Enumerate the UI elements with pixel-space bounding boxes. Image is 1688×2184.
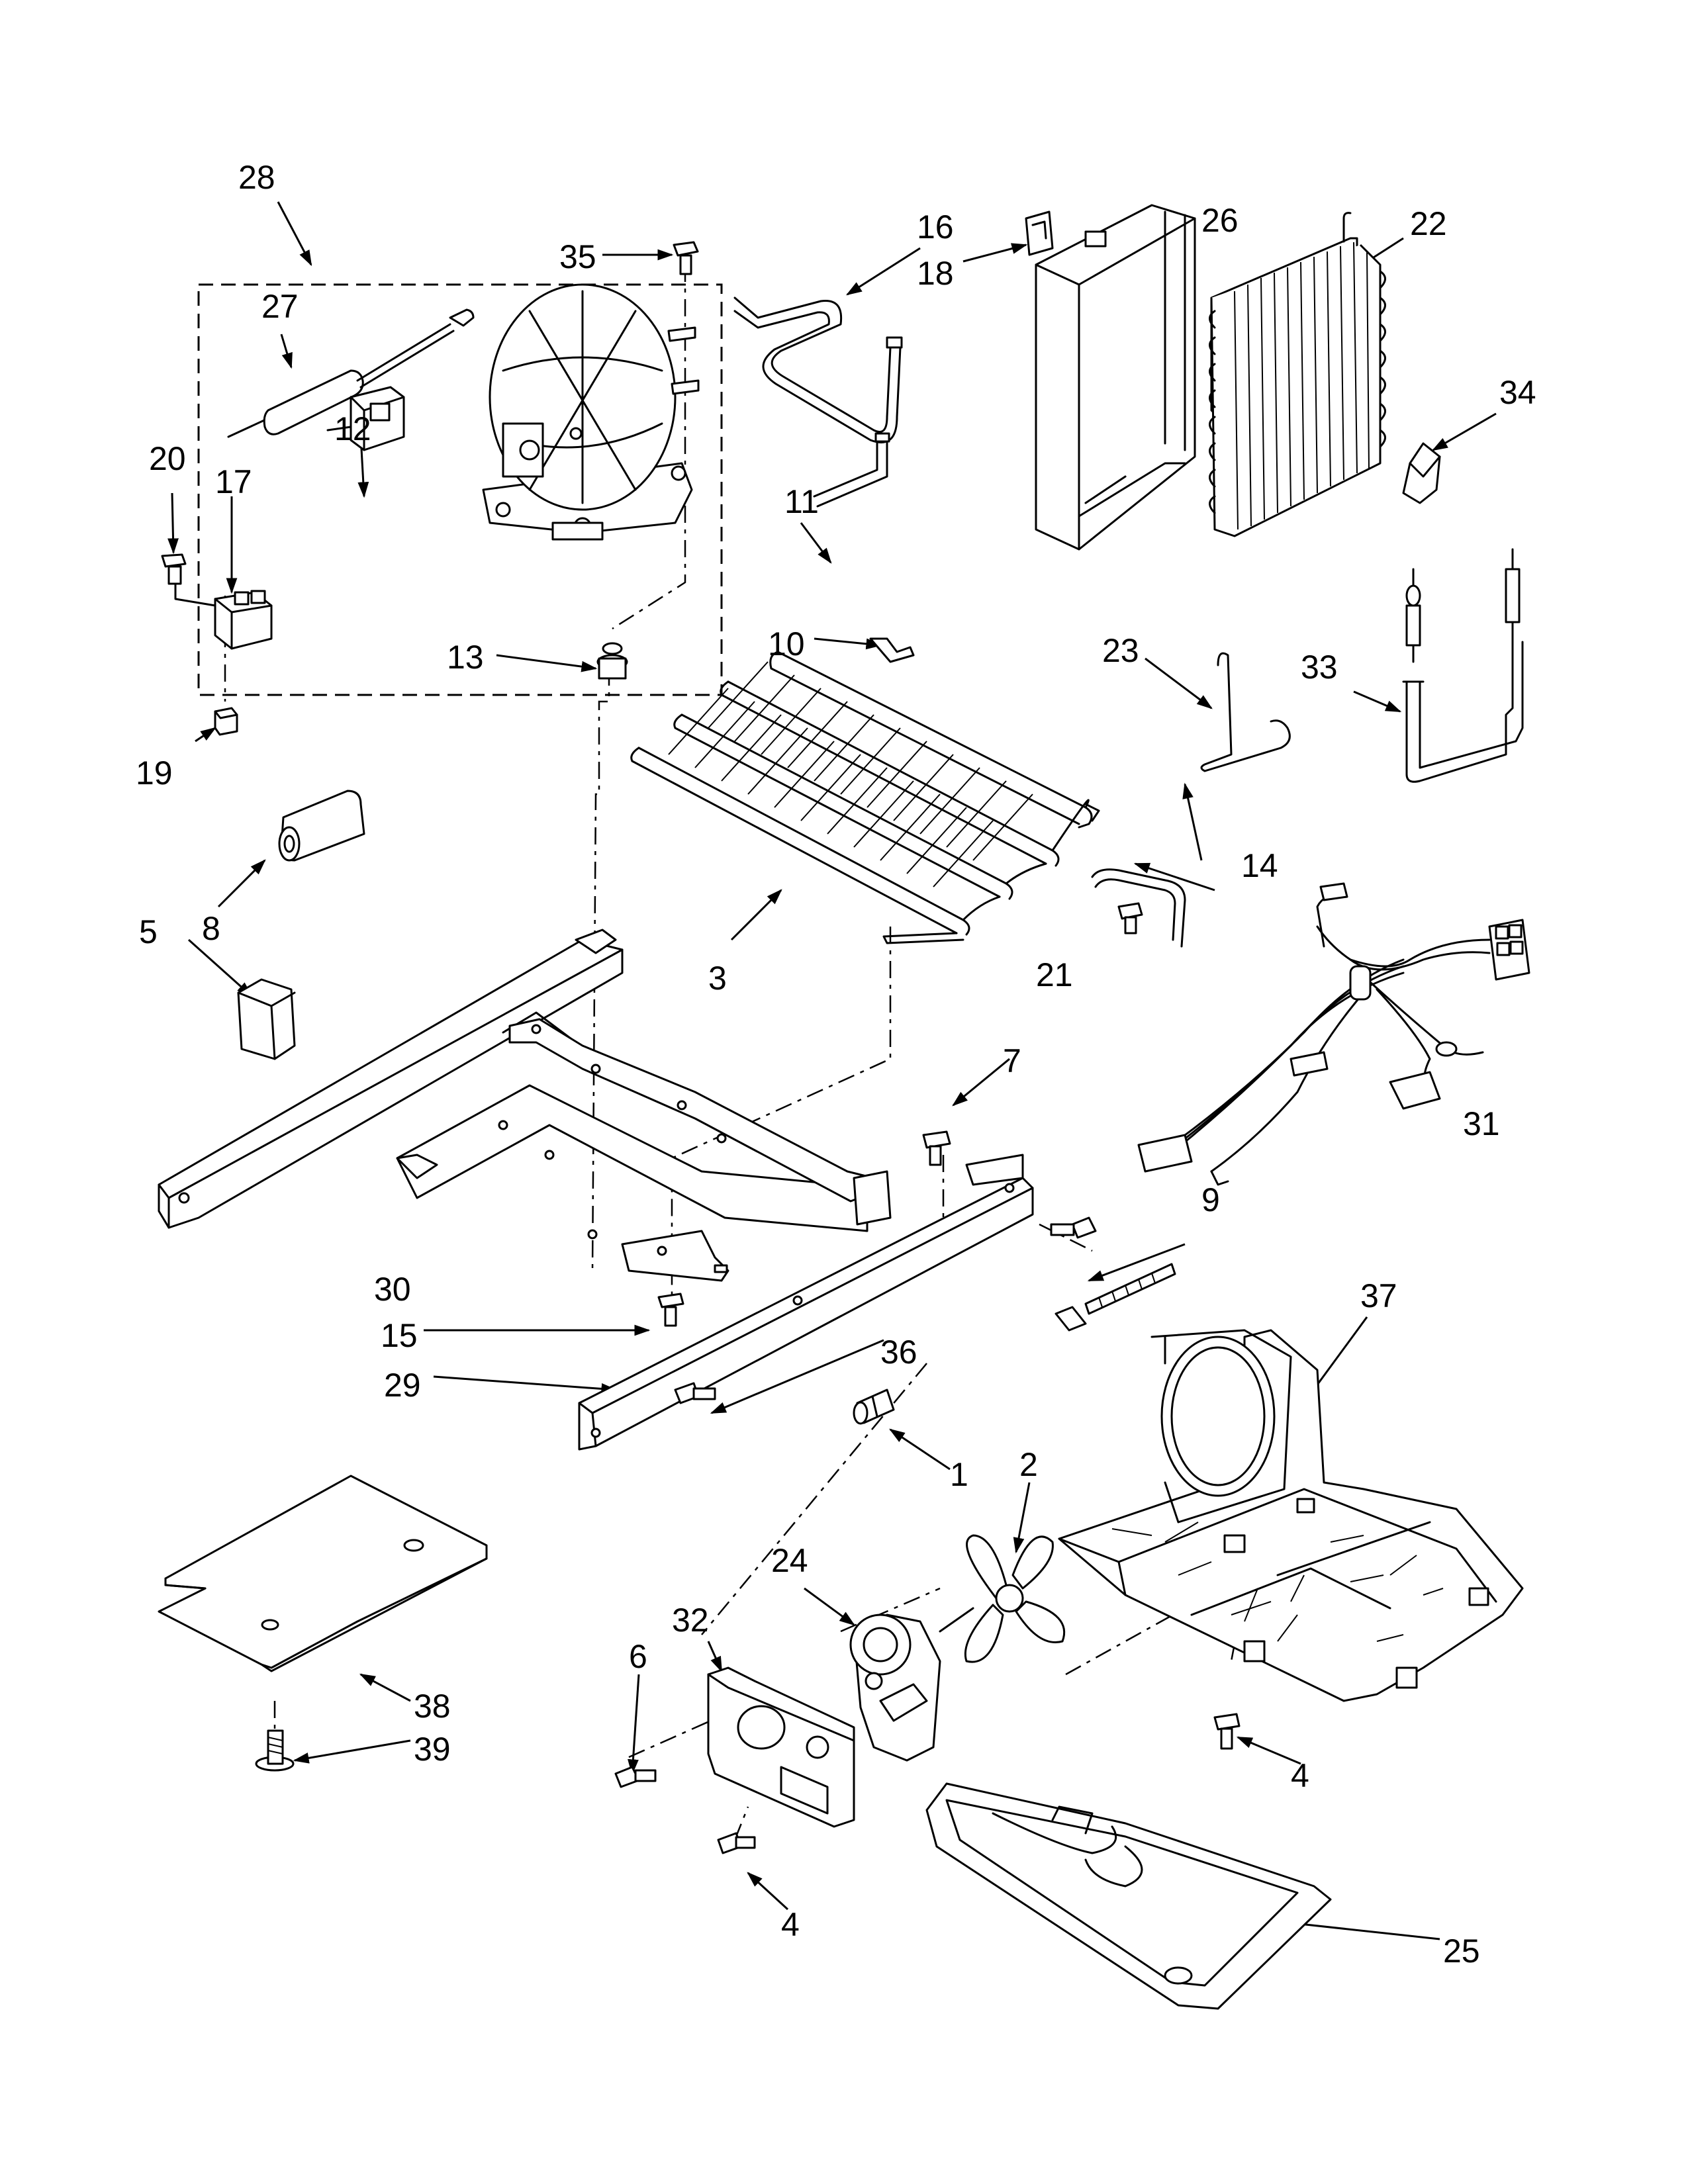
callout-4-right: 4	[1291, 1757, 1309, 1794]
callout-20: 20	[149, 440, 186, 477]
screw-6-part	[614, 1766, 657, 1788]
callout-25: 25	[1443, 1933, 1480, 1970]
grommet-13-part	[596, 642, 628, 680]
clip-10-part	[869, 637, 915, 663]
compressor-assembly-box	[197, 283, 723, 696]
callout-18: 18	[917, 255, 954, 292]
callout-28: 28	[238, 159, 275, 196]
callout-27: 27	[261, 288, 299, 325]
callout-30: 30	[374, 1271, 411, 1308]
tube-14-part	[1091, 868, 1186, 948]
screw-20-part	[161, 553, 187, 585]
callout-35: 35	[559, 238, 596, 275]
clip-18-part	[1025, 210, 1054, 256]
callout-26: 26	[1201, 202, 1239, 239]
evaporator-part	[630, 651, 1100, 944]
tube-11-part	[813, 432, 890, 508]
screw-35-part	[673, 241, 699, 275]
condenser-coil-part	[1209, 212, 1386, 537]
screw-4-lower-part	[717, 1832, 756, 1854]
clip-5-part	[237, 978, 296, 1060]
wire-harness-part	[1137, 882, 1530, 1186]
drier-part	[227, 308, 475, 438]
screw-36-part	[674, 1216, 1097, 1404]
callout-34: 34	[1499, 374, 1536, 411]
screw-4-right-part	[1213, 1713, 1241, 1750]
callout-23: 23	[1102, 632, 1139, 669]
condenser-shroud-part	[1035, 204, 1196, 551]
callout-29: 29	[384, 1367, 421, 1404]
callout-19: 19	[136, 754, 173, 792]
callout-14: 14	[1241, 847, 1278, 884]
overload-part	[174, 581, 273, 650]
callout-32: 32	[672, 1602, 709, 1639]
grommet-1-part	[853, 1388, 895, 1425]
callout-10: 10	[768, 625, 805, 662]
callout-7: 7	[1003, 1042, 1021, 1079]
callout-17: 17	[215, 463, 252, 500]
callout-21: 21	[1036, 956, 1073, 993]
fan-blade-part	[964, 1534, 1066, 1663]
grommet-19-part	[214, 707, 238, 736]
tube-8-part	[278, 790, 365, 862]
clip-34-part	[1402, 442, 1441, 504]
cable-tie-part	[1055, 1263, 1176, 1332]
callout-4-lower: 4	[781, 1906, 800, 1943]
callout-13: 13	[447, 639, 484, 676]
rail-29-part	[578, 1154, 1034, 1451]
callout-9: 9	[1201, 1181, 1220, 1218]
callout-12: 12	[334, 410, 371, 447]
relay-part	[326, 386, 405, 451]
callout-38: 38	[414, 1688, 451, 1725]
wire-hanger-23-part	[1200, 652, 1291, 772]
tube-16-part	[733, 296, 903, 443]
callout-22: 22	[1410, 205, 1447, 242]
callout-5: 5	[139, 913, 158, 950]
callout-2: 2	[1019, 1446, 1038, 1483]
callout-39: 39	[414, 1731, 451, 1768]
tube-33-part	[1402, 548, 1524, 783]
frame-part	[158, 929, 892, 1282]
callout-37: 37	[1360, 1277, 1397, 1314]
insulation-pad-part	[158, 1475, 488, 1672]
callout-11: 11	[784, 483, 819, 520]
screw-15-part	[657, 1293, 684, 1327]
bracket-32-part	[707, 1666, 855, 1828]
fan-motor-part	[849, 1607, 974, 1762]
leader-lines	[167, 201, 1497, 1940]
callout-24: 24	[771, 1542, 808, 1579]
callout-36: 36	[880, 1334, 917, 1371]
drain-pan-part	[925, 1782, 1332, 2010]
callout-33: 33	[1301, 649, 1338, 686]
callout-16: 16	[917, 208, 954, 246]
screw-21-part	[1117, 902, 1143, 934]
compressor-part	[482, 283, 700, 541]
callout-1: 1	[950, 1456, 968, 1493]
callout-31: 31	[1463, 1105, 1500, 1142]
leveling-leg-part	[255, 1729, 295, 1772]
callout-labels: 1 2 3 4 4 5 6 7 8 9 10 11 12 13 14 15 16…	[136, 159, 1536, 1970]
callout-6: 6	[629, 1638, 647, 1675]
callout-3: 3	[708, 960, 727, 997]
screw-7-part	[922, 1130, 951, 1166]
callout-15: 15	[381, 1317, 418, 1354]
callout-8: 8	[202, 910, 220, 947]
base-plate-part	[1058, 1329, 1524, 1702]
